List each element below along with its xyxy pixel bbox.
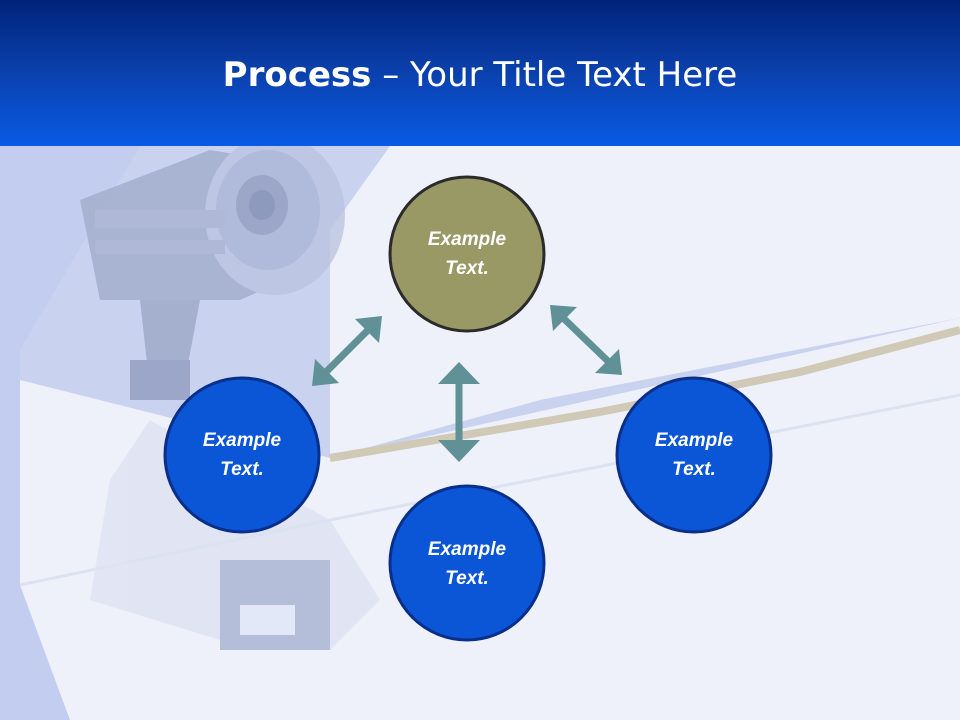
arrow-top-right [550,305,622,375]
node-left-line2: Text. [220,459,264,480]
node-top-line1: Example [427,229,507,250]
node-circle-top [388,175,546,333]
node-top-line2: Text. [445,258,489,279]
node-right-line2: Text. [672,459,716,480]
arrow-vertical [438,362,480,462]
node-right-line1: Example [654,430,734,451]
header-band: Process – Your Title Text Here [0,0,960,146]
node-circle-right [615,376,773,534]
camera-icon [80,135,380,650]
node-label-bottom: Example Text. [392,535,542,593]
node-bottom-line2: Text. [445,568,489,589]
node-left-line1: Example [202,430,282,451]
arrow-top-left [312,316,382,386]
node-label-right: Example Text. [619,426,769,484]
title-dash: – [371,55,411,95]
node-bottom-line1: Example [427,539,507,560]
node-label-top: Example Text. [392,225,542,283]
slide-title: Process – Your Title Text Here [0,55,960,95]
title-bold: Process [222,55,372,95]
title-rest: Your Title Text Here [410,55,738,95]
node-label-left: Example Text. [167,426,317,484]
node-circle-left [163,376,321,534]
node-circle-bottom [388,484,546,642]
